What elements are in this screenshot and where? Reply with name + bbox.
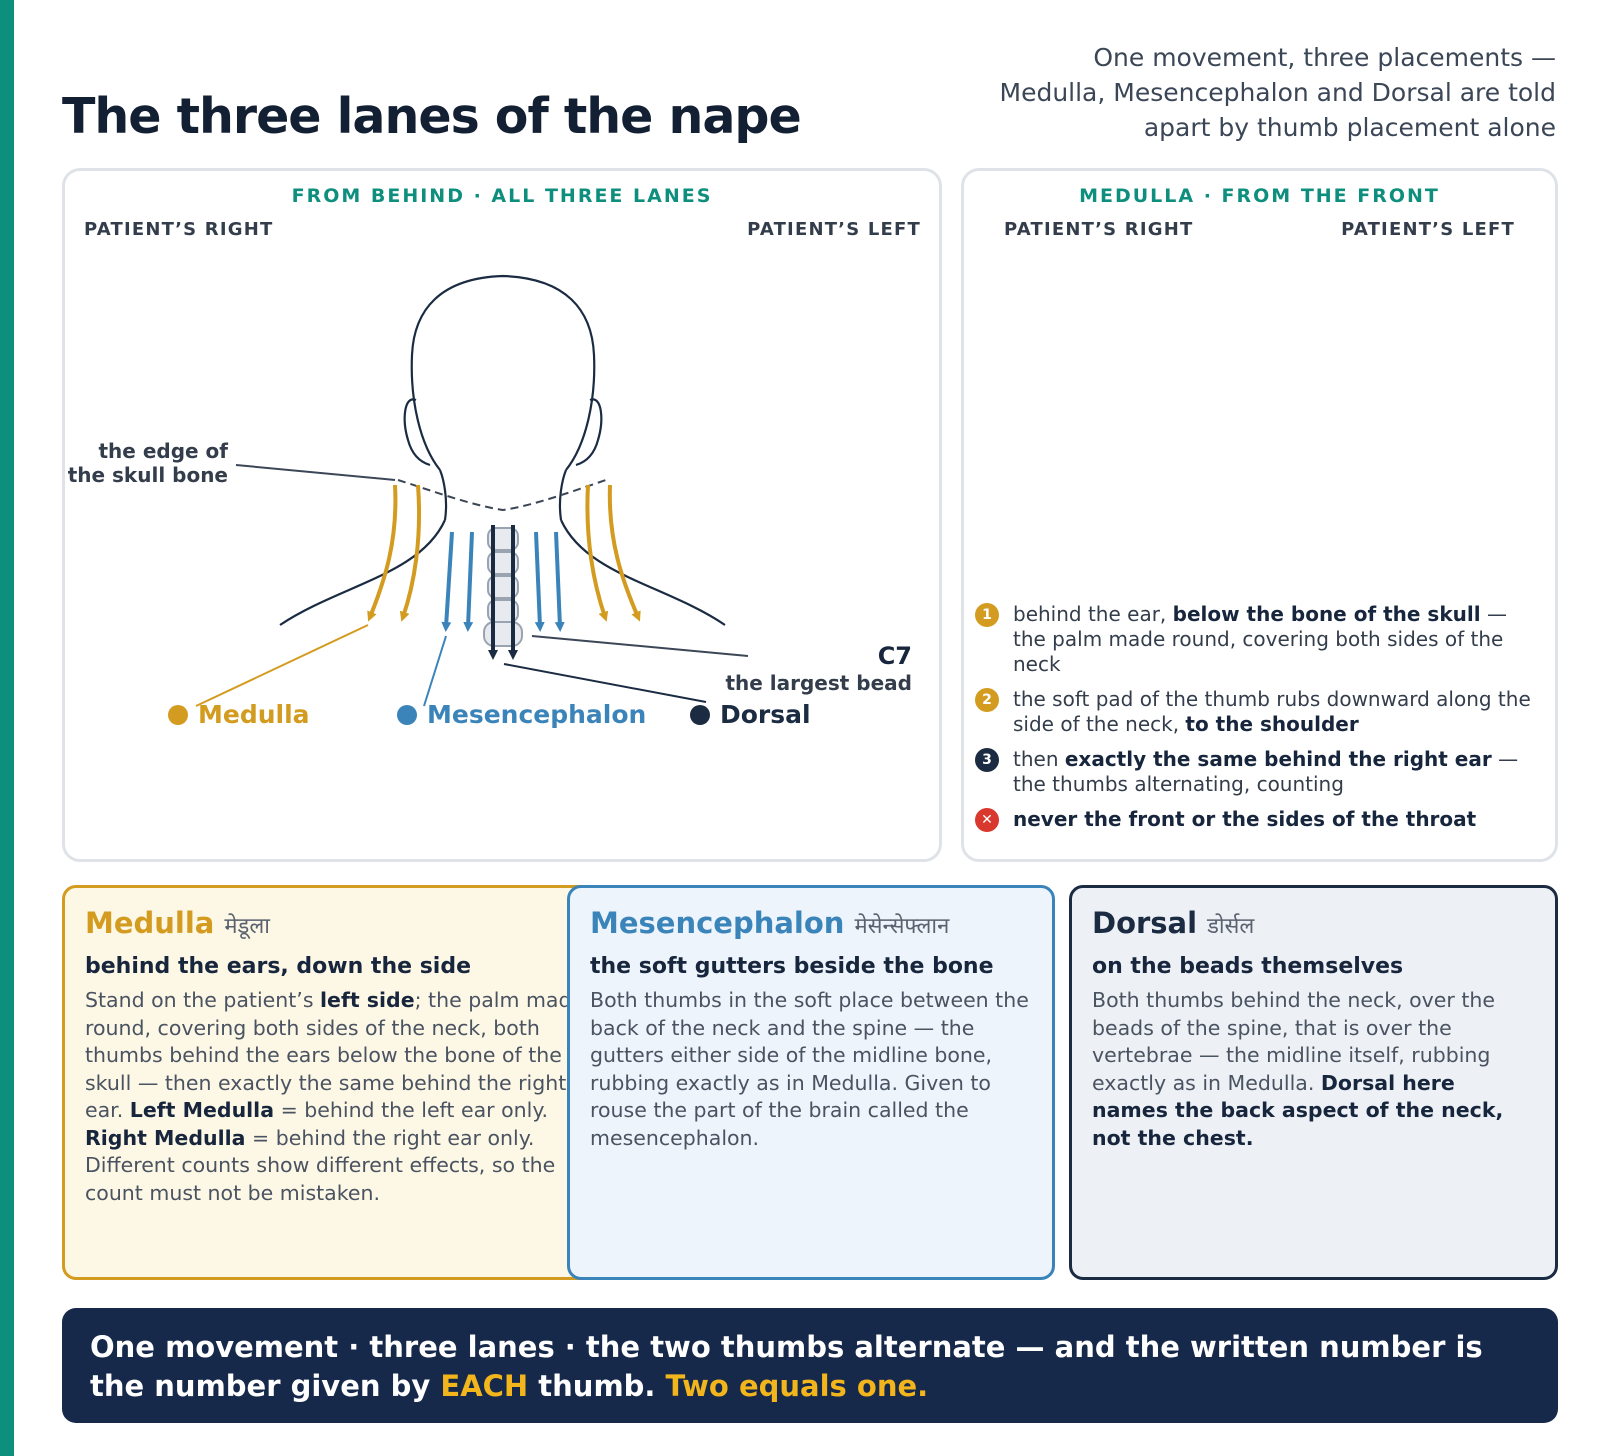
mesencephalon-arrow-2	[463, 531, 474, 632]
legend-mesencephalon-label: Mesencephalon	[427, 700, 647, 729]
medulla-arrow-2	[399, 484, 422, 622]
legend-medulla-label: Medulla	[198, 700, 310, 729]
head-outline	[279, 274, 726, 626]
dorsal-card-heading: on the beads themselves	[1092, 954, 1404, 979]
medulla-card: Medulla मेडूला behind the ears, down the …	[62, 885, 612, 1280]
mesencephalon-arrow-3	[534, 531, 545, 632]
medulla-card-devanagari: मेडूला	[224, 914, 270, 939]
legend-mesencephalon: Mesencephalon	[397, 700, 646, 729]
medulla-arrow-4	[607, 484, 641, 622]
c7-label: C7	[878, 642, 912, 670]
step-1: 1 behind the ear, below the bone of the …	[975, 602, 1545, 677]
medulla-arrow-3	[585, 484, 609, 622]
c7-callout-line	[531, 635, 749, 657]
skull-callout-line1: the edge of	[99, 439, 229, 463]
dorsal-card: Dorsal डोर्सल on the beads themselves Bot…	[1069, 885, 1558, 1280]
page-subtitle: One movement, three placements — Medulla…	[999, 43, 1557, 142]
c7-bead	[483, 621, 523, 647]
step-2-text: the soft pad of the thumb rubs downward …	[1013, 687, 1531, 736]
dorsal-dot-icon	[690, 704, 710, 725]
medulla-card-name: Medulla	[85, 906, 215, 940]
medulla-leader	[195, 624, 369, 707]
dorsal-card-devanagari: डोर्सल	[1207, 914, 1255, 939]
step-2-badge: 2	[975, 688, 999, 712]
mesencephalon-card-name: Mesencephalon	[590, 906, 845, 940]
step-3-badge: 3	[975, 748, 999, 772]
mesencephalon-arrow-1	[441, 531, 454, 632]
step-3-text: then exactly the same behind the right e…	[1013, 747, 1519, 796]
medulla-steps: 1 behind the ear, below the bone of the …	[975, 602, 1545, 842]
legend-medulla: Medulla	[168, 700, 310, 729]
back-patient-right-label: PATIENT’S RIGHT	[84, 219, 274, 240]
dorsal-card-name: Dorsal	[1092, 906, 1198, 940]
step-warning-text: never the front or the sides of the thro…	[1013, 807, 1477, 831]
medulla-card-body: Stand on the patient’s left side; the pa…	[85, 988, 585, 1205]
dorsal-leader	[503, 663, 707, 703]
mesencephalon-card-body: Both thumbs in the soft place between th…	[590, 988, 1029, 1150]
mesencephalon-card-heading: the soft gutters beside the bone	[590, 954, 994, 979]
step-1-text: behind the ear, below the bone of the sk…	[1013, 602, 1507, 676]
back-patient-left-label: PATIENT’S LEFT	[747, 219, 921, 240]
warning-x-icon: ✕	[975, 808, 999, 832]
legend-dorsal: Dorsal	[690, 700, 811, 729]
c7-caption: the largest bead	[725, 671, 912, 695]
accent-bar	[0, 0, 14, 1456]
medulla-card-heading: behind the ears, down the side	[85, 954, 471, 979]
skull-edge-line	[397, 479, 607, 512]
mesencephalon-card-devanagari: मेसेन्सेफ्लान	[854, 914, 950, 939]
front-patient-right-label: PATIENT’S RIGHT	[1004, 219, 1194, 240]
front-patient-left-label: PATIENT’S LEFT	[1341, 219, 1515, 240]
banner-each-highlight: EACH	[440, 1369, 529, 1403]
banner-final-highlight: Two equals one.	[665, 1369, 929, 1403]
step-warning: ✕ never the front or the sides of the th…	[975, 807, 1545, 832]
mesencephalon-card: Mesencephalon मेसेन्सेफ्लान the soft gutt…	[567, 885, 1055, 1280]
spine-beads	[483, 527, 523, 647]
page-title: The three lanes of the nape	[62, 88, 802, 145]
legend-dorsal-label: Dorsal	[720, 700, 811, 729]
mesencephalon-dot-icon	[397, 704, 417, 725]
step-3: 3 then exactly the same behind the right…	[975, 747, 1545, 797]
dorsal-card-body: Both thumbs behind the neck, over the be…	[1092, 988, 1504, 1150]
back-panel-title: FROM BEHIND · ALL THREE LANES	[291, 185, 713, 207]
medulla-dot-icon	[168, 704, 188, 725]
skull-callout-line2: the skull bone	[68, 463, 228, 487]
mesencephalon-arrow-4	[554, 531, 565, 632]
step-2: 2 the soft pad of the thumb rubs downwar…	[975, 687, 1545, 737]
front-panel-title: MEDULLA · FROM THE FRONT	[1079, 185, 1440, 207]
skull-callout-line	[235, 464, 396, 481]
front-view-panel: MEDULLA · FROM THE FRONT PATIENT’S RIGHT…	[961, 168, 1558, 862]
summary-banner: One movement · three lanes · the two thu…	[62, 1308, 1558, 1423]
step-1-badge: 1	[975, 603, 999, 627]
medulla-arrow-1	[367, 484, 398, 622]
mesencephalon-leader	[423, 635, 447, 707]
back-view-panel: FROM BEHIND · ALL THREE LANES PATIENT’S …	[62, 168, 942, 862]
